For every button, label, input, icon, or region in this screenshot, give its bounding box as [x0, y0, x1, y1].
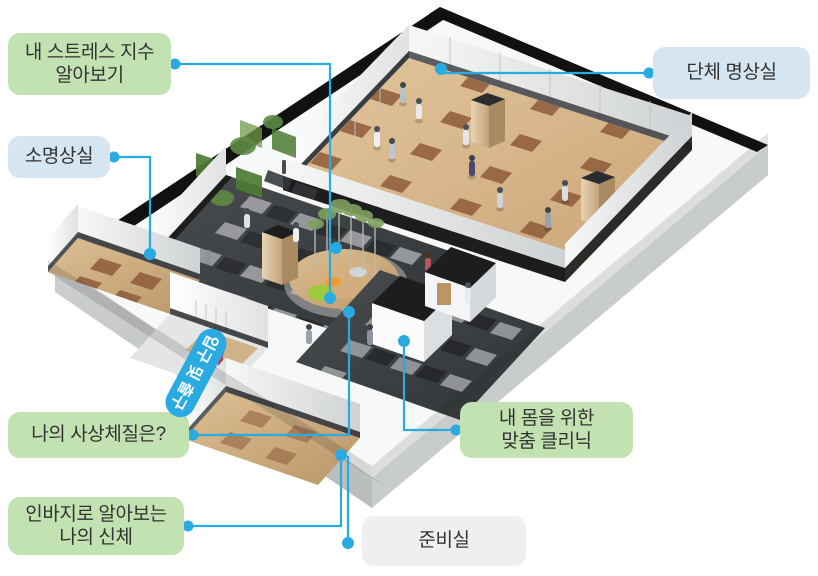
clinic-booth-b	[425, 247, 496, 322]
callout-group-meditation-room[interactable]: 단체 명상실	[653, 47, 810, 99]
clinic-person	[465, 282, 471, 303]
callout-prep-room[interactable]: 준비실	[362, 516, 526, 566]
divider-wall-hall-atrium	[283, 158, 565, 282]
callout-stress-index[interactable]: 내 스트레스 지수 알아보기	[8, 33, 171, 95]
callout-inbody-check[interactable]: 인바지로 알아보는 나의 신체	[8, 497, 184, 555]
clinic-visitor	[367, 324, 373, 345]
callout-sasang-constitution[interactable]: 나의 사상체질은?	[8, 412, 189, 458]
hall-people	[373, 82, 569, 232]
callout-custom-clinic[interactable]: 내 몸을 위한 맞춤 클리닉	[460, 402, 633, 458]
callout-somyeong-room[interactable]: 소명상실	[8, 136, 110, 178]
right-outer-wall-face	[565, 112, 692, 282]
